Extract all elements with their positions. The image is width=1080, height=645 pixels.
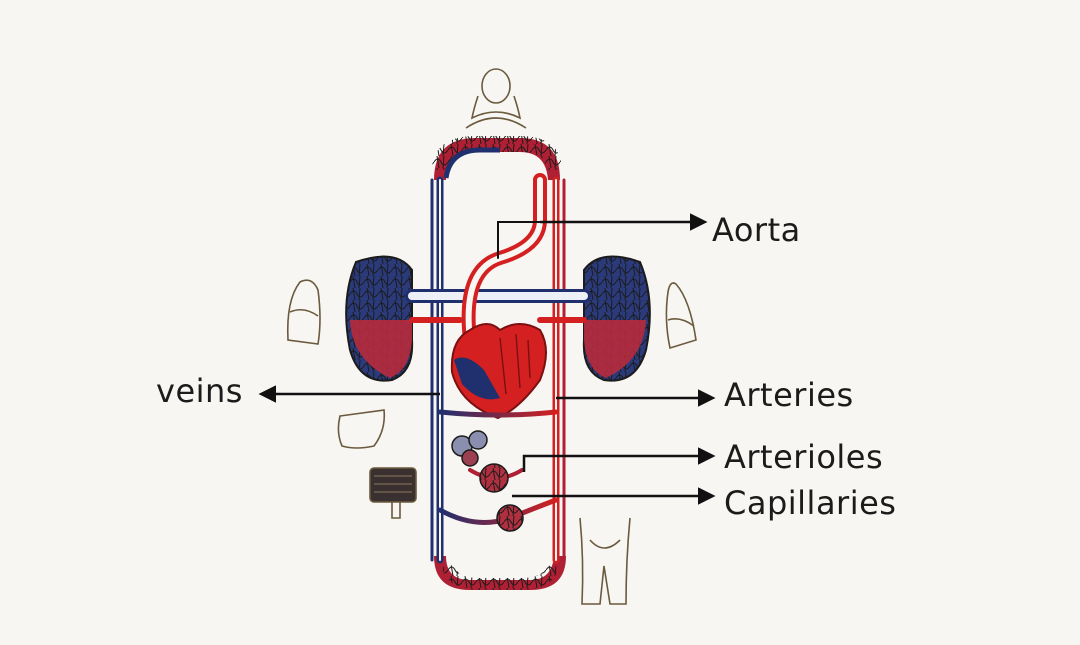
lung-left-icon — [286, 279, 321, 345]
arteries-label: Arteries — [724, 376, 854, 414]
capillary-cluster-gut — [479, 463, 509, 493]
aorta-label: Aorta — [712, 211, 801, 249]
lung-right-icon — [665, 282, 697, 350]
top-capillary-bed — [432, 136, 562, 180]
capillary-cluster-lower — [496, 504, 524, 532]
liver-icon — [337, 409, 386, 449]
pulmonary-vessels — [405, 289, 591, 323]
lower-body-icon — [579, 517, 631, 605]
label-arrows — [258, 213, 716, 505]
intestine-icon — [369, 467, 417, 519]
capillary-cluster-liver — [451, 430, 488, 467]
aorta-arch — [461, 173, 547, 347]
lung-right — [582, 255, 651, 382]
lung-left — [345, 255, 414, 382]
arterioles-label: Arterioles — [724, 438, 884, 476]
bottom-capillary-bed — [434, 556, 566, 590]
head-icon — [465, 68, 527, 129]
veins-label: veins — [156, 372, 243, 410]
capillaries-label: Capillaries — [724, 484, 897, 522]
heart — [450, 323, 547, 420]
